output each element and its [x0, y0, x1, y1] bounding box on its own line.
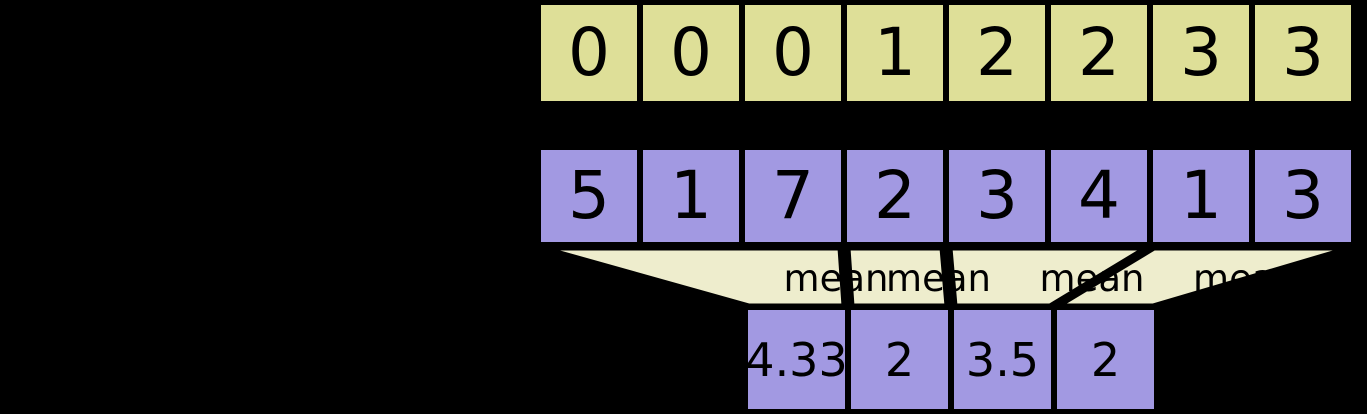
- segment-id-cell: 2: [1048, 2, 1150, 104]
- value-cell: 3: [1252, 147, 1354, 245]
- segment-id-cell: 0: [640, 2, 742, 104]
- value-cell: 4: [1048, 147, 1150, 245]
- mean-funnel-shape: [541, 245, 847, 309]
- value-cell: 1: [1150, 147, 1252, 245]
- mean-funnel-shape: [947, 245, 1155, 309]
- mean-funnel-label: mean: [1193, 257, 1298, 300]
- segment-id-cell: 0: [742, 2, 844, 104]
- value-cell: 7: [742, 147, 844, 245]
- segment-id-cell: 3: [1252, 2, 1354, 104]
- value-cell: 3: [946, 147, 1048, 245]
- output-cell: 4.33: [745, 307, 848, 412]
- output-cell: 2: [1054, 307, 1157, 412]
- mean-funnel-shape: [845, 245, 950, 309]
- value-cell: 1: [640, 147, 742, 245]
- value-cell: 2: [844, 147, 946, 245]
- mean-funnel-shape: [1049, 245, 1351, 309]
- segment-id-cell: 1: [844, 2, 946, 104]
- mean-funnel-label: mean: [886, 257, 991, 300]
- segment-id-cell: 0: [538, 2, 640, 104]
- output-cell: 3.5: [951, 307, 1054, 412]
- segment-id-cell: 3: [1150, 2, 1252, 104]
- mean-funnel-label: mean: [1040, 257, 1145, 300]
- segment-id-cell: 2: [946, 2, 1048, 104]
- mean-funnel-label: mean: [784, 257, 889, 300]
- output-cell: 2: [848, 307, 951, 412]
- value-cell: 5: [538, 147, 640, 245]
